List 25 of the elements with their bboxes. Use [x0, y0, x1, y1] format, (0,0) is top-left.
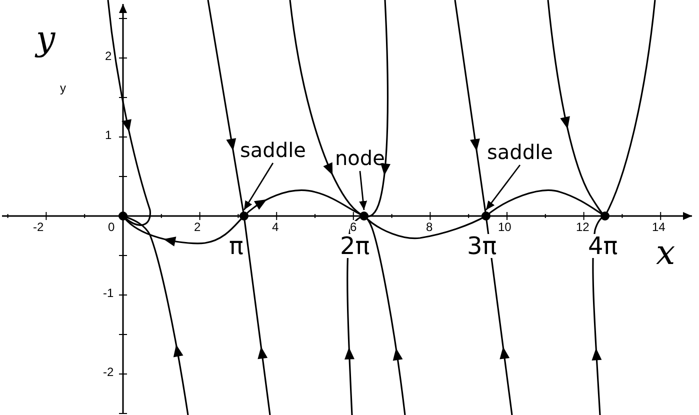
axis-label: 2π: [340, 234, 370, 258]
axis-label: 3π: [467, 234, 497, 258]
annotation-text: node: [335, 148, 385, 168]
tick-label: -1: [103, 287, 114, 299]
equilibrium-point: [240, 212, 248, 220]
leader-arrow: [243, 162, 274, 210]
tick-label: 6: [350, 221, 357, 233]
tick-label: 0: [108, 221, 115, 233]
tick-label: 1: [105, 129, 112, 141]
leader-arrow: [485, 164, 521, 210]
tick-label: 12: [576, 221, 590, 233]
tick-label: 10: [498, 221, 512, 233]
tick-label: 2: [105, 50, 112, 62]
equilibrium-point: [360, 212, 368, 220]
annotation-text: saddle: [240, 140, 306, 160]
tick-label: 8: [426, 221, 433, 233]
axis-label: 4π: [588, 234, 618, 258]
tick-label: -2: [103, 366, 114, 378]
annotation-text: saddle: [487, 142, 553, 162]
tick-label: 14: [652, 221, 666, 233]
tick-label: 4: [272, 221, 279, 233]
tick-label: -2: [33, 221, 44, 233]
tick-label: 2: [194, 221, 201, 233]
leader-arrow: [359, 170, 368, 210]
equilibrium-point: [482, 212, 490, 220]
